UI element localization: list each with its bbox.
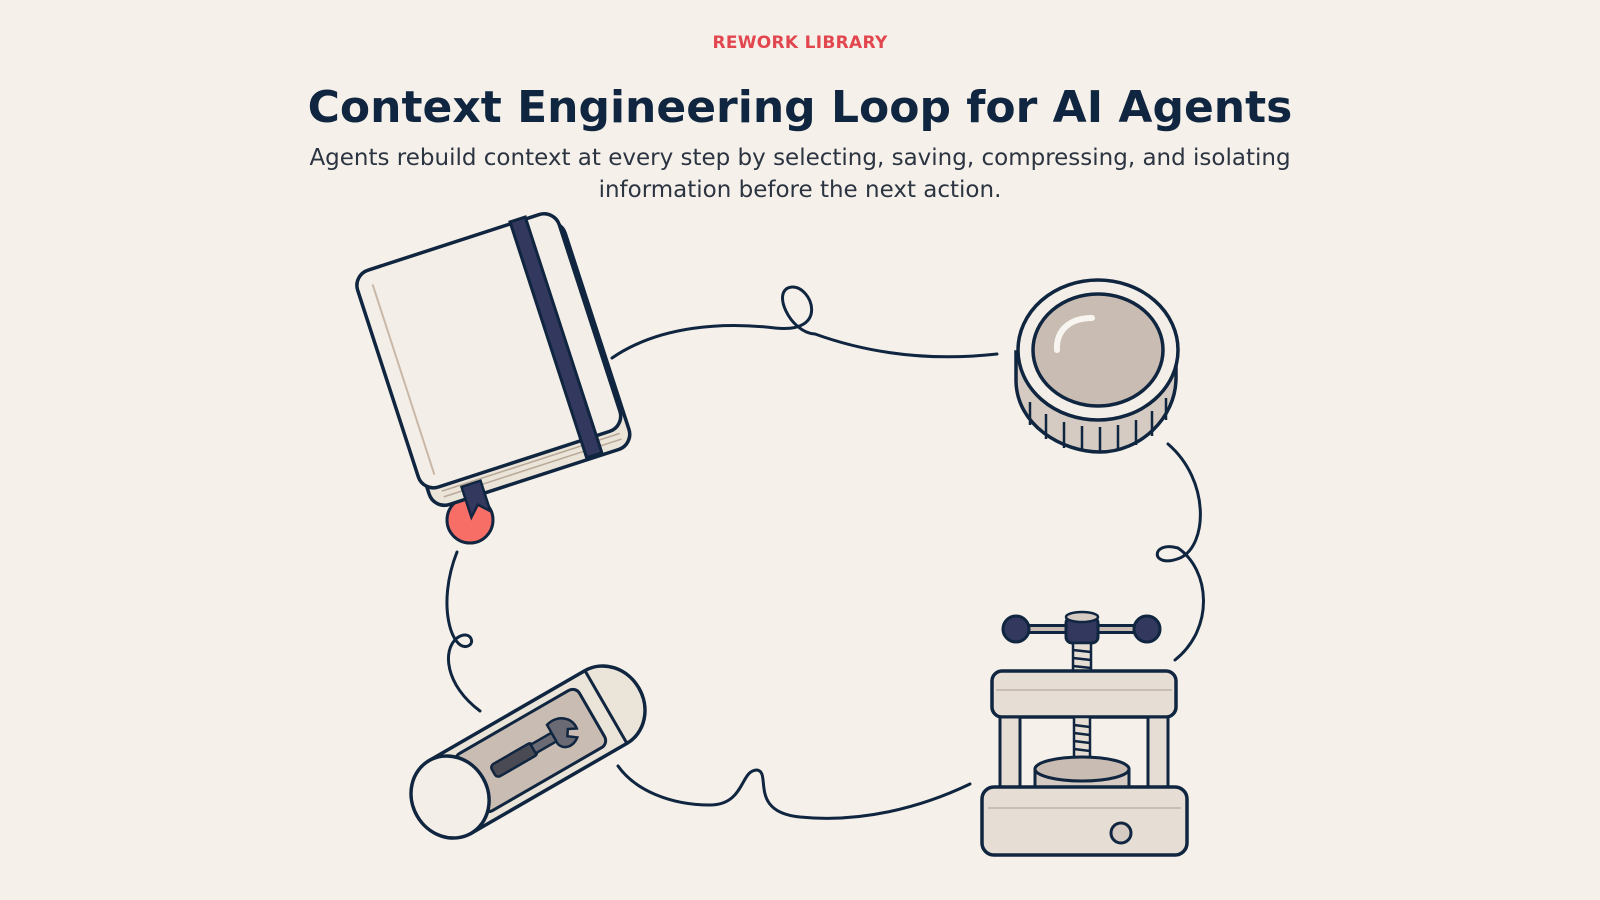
connector-press-to-capsule: [616, 764, 972, 820]
page-title: Context Engineering Loop for AI Agents: [307, 82, 1293, 133]
notebook-icon: [355, 212, 632, 521]
connector-capsule-to-start: [445, 550, 482, 713]
loop-connectors: [445, 285, 1205, 820]
page-subtitle: Agents rebuild context at every step by …: [309, 145, 1291, 203]
connector-notebook-to-lens: [610, 285, 999, 360]
connector-lens-to-press: [1155, 442, 1205, 662]
library-label: REWORK LIBRARY: [712, 33, 888, 53]
lens-icon: [1014, 278, 1180, 454]
press-icon: [980, 610, 1189, 857]
capsule-icon: [409, 664, 647, 840]
